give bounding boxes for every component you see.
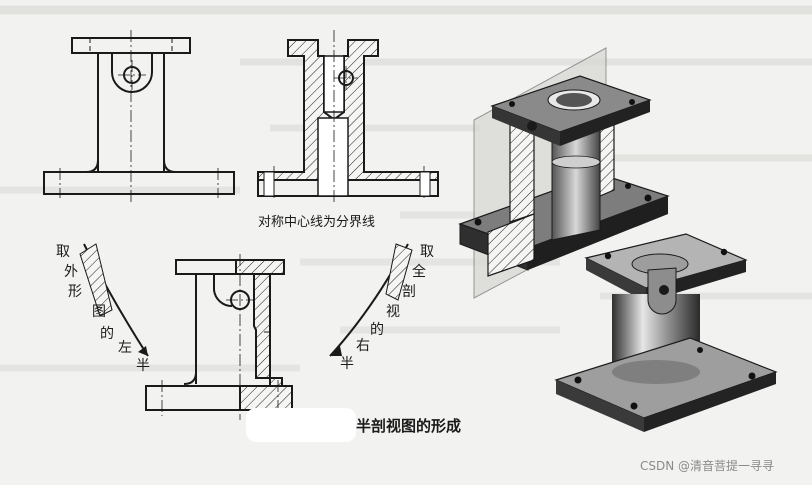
cutaway-model [458, 47, 670, 299]
left-label-char: 左 [118, 340, 132, 356]
left-label-char: 半 [136, 358, 150, 374]
left-arrow [79, 243, 149, 357]
left-label-char: 形 [68, 284, 82, 300]
center-line-label: 对称中心线为分界线 [258, 215, 375, 230]
right-label-char: 剖 [402, 284, 416, 300]
right-label-char: 右 [356, 338, 370, 354]
left-half-label: 取 外 形 图 的 左 半 [56, 244, 150, 374]
figure-caption: 半剖视图的形成 [356, 417, 461, 435]
caption-panel [246, 408, 356, 442]
right-label-char: 的 [370, 322, 384, 338]
right-half-label: 取 全 剖 视 的 右 半 [340, 244, 434, 372]
right-label-char: 全 [412, 263, 426, 280]
right-arrow [329, 243, 413, 357]
half-section-view [145, 254, 293, 420]
left-label-char: 取 [56, 244, 70, 260]
left-label-char: 的 [100, 326, 114, 342]
exterior-view [43, 30, 235, 205]
right-label-char: 半 [340, 356, 354, 372]
watermark: CSDN @清音菩提一寻寻 [640, 458, 774, 473]
full-section-view [257, 30, 439, 205]
left-label-char: 图 [92, 304, 106, 320]
right-label-char: 取 [420, 244, 434, 260]
right-label-char: 视 [386, 304, 400, 320]
exterior-model [554, 233, 778, 432]
left-label-char: 外 [64, 264, 78, 280]
